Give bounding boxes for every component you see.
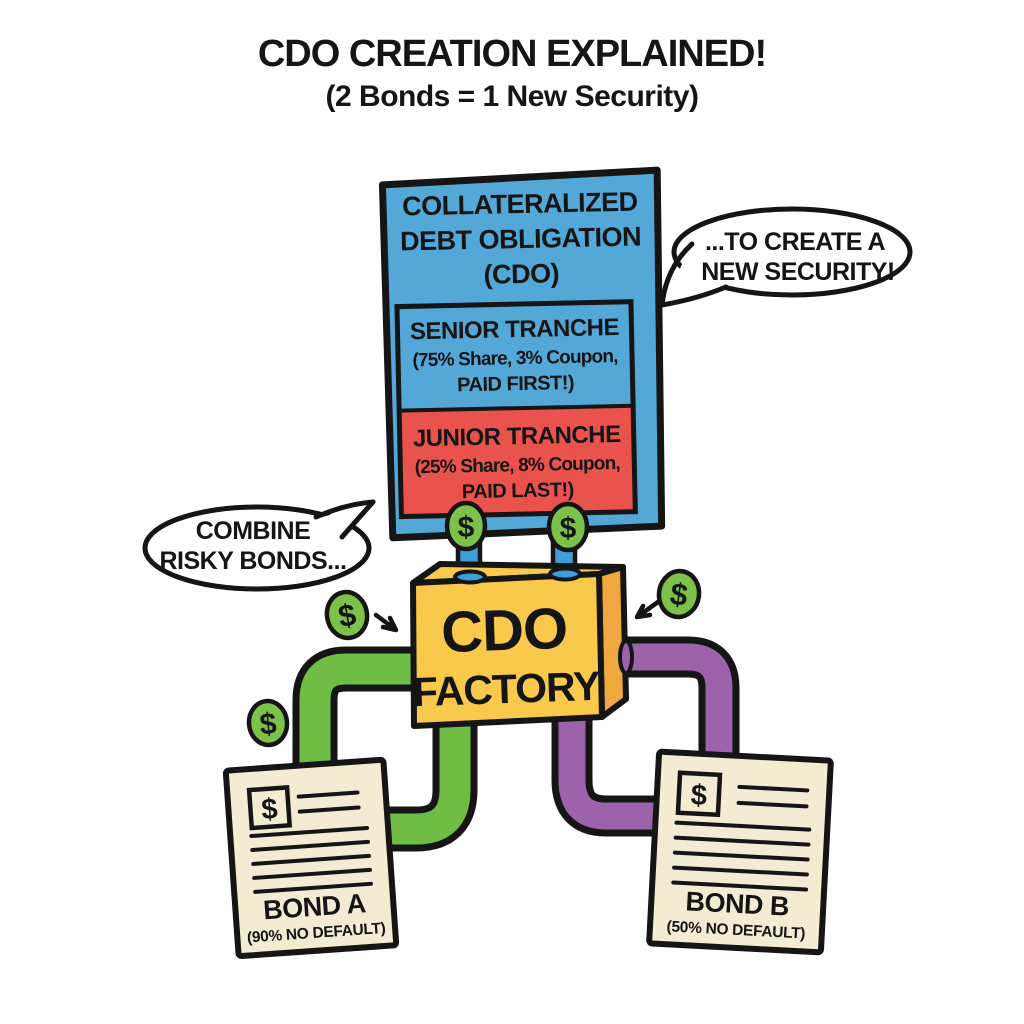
speech-bubble-left-tail	[316, 502, 373, 538]
bond-a-text-lines	[249, 790, 373, 894]
factory-label-line2: FACTORY	[412, 663, 601, 716]
cdo-document: COLLATERALIZED DEBT OBLIGATION (CDO) SEN…	[378, 166, 666, 542]
green-pipe-lower	[376, 715, 471, 845]
speech-bubble-left-tail-edge1	[313, 499, 376, 520]
senior-tranche: SENIOR TRANCHE (75% Share, 3% Coupon, PA…	[396, 301, 634, 411]
arrow-into-factory-right-icon	[634, 599, 661, 620]
cdo-header-line1: COLLATERALIZED	[402, 187, 638, 222]
speech-bubble-left: COMBINE RISKY BONDS...	[142, 499, 376, 592]
speech-bubble-right-body	[671, 206, 913, 298]
factory-label-line1: CDO	[440, 596, 568, 665]
purple-pipe-upper	[608, 643, 733, 772]
title-line1: CDO CREATION EXPLAINED!	[258, 33, 766, 75]
green-pipe-upper	[299, 653, 425, 782]
dollar-coin: $	[656, 568, 702, 620]
speech-bubble-right-tail-edge1	[659, 241, 695, 308]
dollar-coin-icon	[444, 500, 488, 552]
speech-right-line2: NEW SECURITY!	[701, 258, 895, 286]
factory-port-side	[618, 639, 634, 675]
factory-front-face	[410, 571, 605, 729]
bond-a-dollar-icon: $	[260, 793, 278, 826]
title-line2: (2 Bonds = 1 New Security)	[326, 80, 699, 113]
speech-left-line2: RISKY BONDS...	[159, 547, 346, 575]
dollar-coin: $	[324, 589, 370, 641]
senior-tranche-detail2: PAID FIRST!)	[457, 372, 574, 396]
speech-bubble-right-tail	[662, 244, 726, 305]
tranche-divider	[399, 403, 634, 413]
dollar-coin-symbol: $	[668, 576, 690, 613]
arrow-into-factory-left-icon	[373, 612, 399, 633]
dollar-coin-symbol: $	[258, 707, 278, 741]
speech-right-line1: ...TO CREATE A	[705, 228, 885, 256]
bond-b-name: BOND B	[685, 886, 790, 921]
page-title: CDO CREATION EXPLAINED! (2 Bonds = 1 New…	[258, 33, 767, 113]
bond-a-name: BOND A	[262, 888, 366, 925]
speech-left-line1: COMBINE	[196, 517, 311, 545]
dollar-coin: $	[246, 698, 290, 748]
bond-b-text-lines	[671, 784, 812, 892]
junior-tranche-detail1: (25% Share, 8% Coupon,	[415, 453, 621, 478]
bond-a-dollar-box	[246, 785, 293, 831]
senior-tranche-detail1: (75% Share, 3% Coupon,	[412, 346, 618, 371]
bond-b-dollar-box	[675, 770, 723, 818]
senior-tranche-box	[396, 301, 634, 411]
junior-tranche-box	[399, 405, 636, 517]
speech-bubble-left-body	[142, 504, 372, 592]
junior-tranche-title: JUNIOR TRANCHE	[413, 421, 622, 452]
bond-b-document: $ BOND B (50% NO DEFAULT)	[646, 748, 834, 956]
factory-port-right	[548, 566, 582, 582]
flow-arrows	[373, 599, 661, 633]
dollar-coin-icon	[324, 589, 370, 641]
purple-pipe-lower	[558, 715, 672, 830]
speech-bubble-right: ...TO CREATE A NEW SECURITY!	[659, 206, 913, 308]
dollar-coin-icon	[656, 568, 702, 620]
dollar-coin-symbol: $	[336, 597, 359, 634]
cdo-header-line3: (CDO)	[483, 258, 559, 290]
senior-tranche-title: SENIOR TRANCHE	[410, 314, 620, 345]
dollar-coins: $ $ $ $ $	[246, 500, 702, 748]
cdo-header-line2: DEBT OBLIGATION	[400, 222, 642, 257]
dollar-coin-symbol: $	[458, 511, 475, 544]
cdo-factory: CDO FACTORY	[410, 561, 634, 729]
speech-bubble-left-tail-edge2	[339, 499, 376, 540]
factory-port-left	[453, 569, 487, 585]
dollar-coin-icon	[546, 501, 590, 553]
dollar-coin: $	[444, 500, 488, 552]
bond-a-document: $ BOND A (90% NO DEFAULT)	[222, 756, 400, 960]
dollar-coin-symbol: $	[560, 512, 577, 545]
junior-tranche-detail2: PAID LAST!)	[462, 479, 574, 503]
speech-bubble-right-tail-edge2	[659, 284, 729, 308]
dollar-coin-icon	[246, 698, 290, 748]
bond-b-paper	[646, 748, 834, 956]
bond-b-dollar-icon: $	[690, 779, 708, 812]
junior-tranche: JUNIOR TRANCHE (25% Share, 8% Coupon, PA…	[399, 405, 636, 517]
dollar-coin: $	[546, 501, 590, 553]
